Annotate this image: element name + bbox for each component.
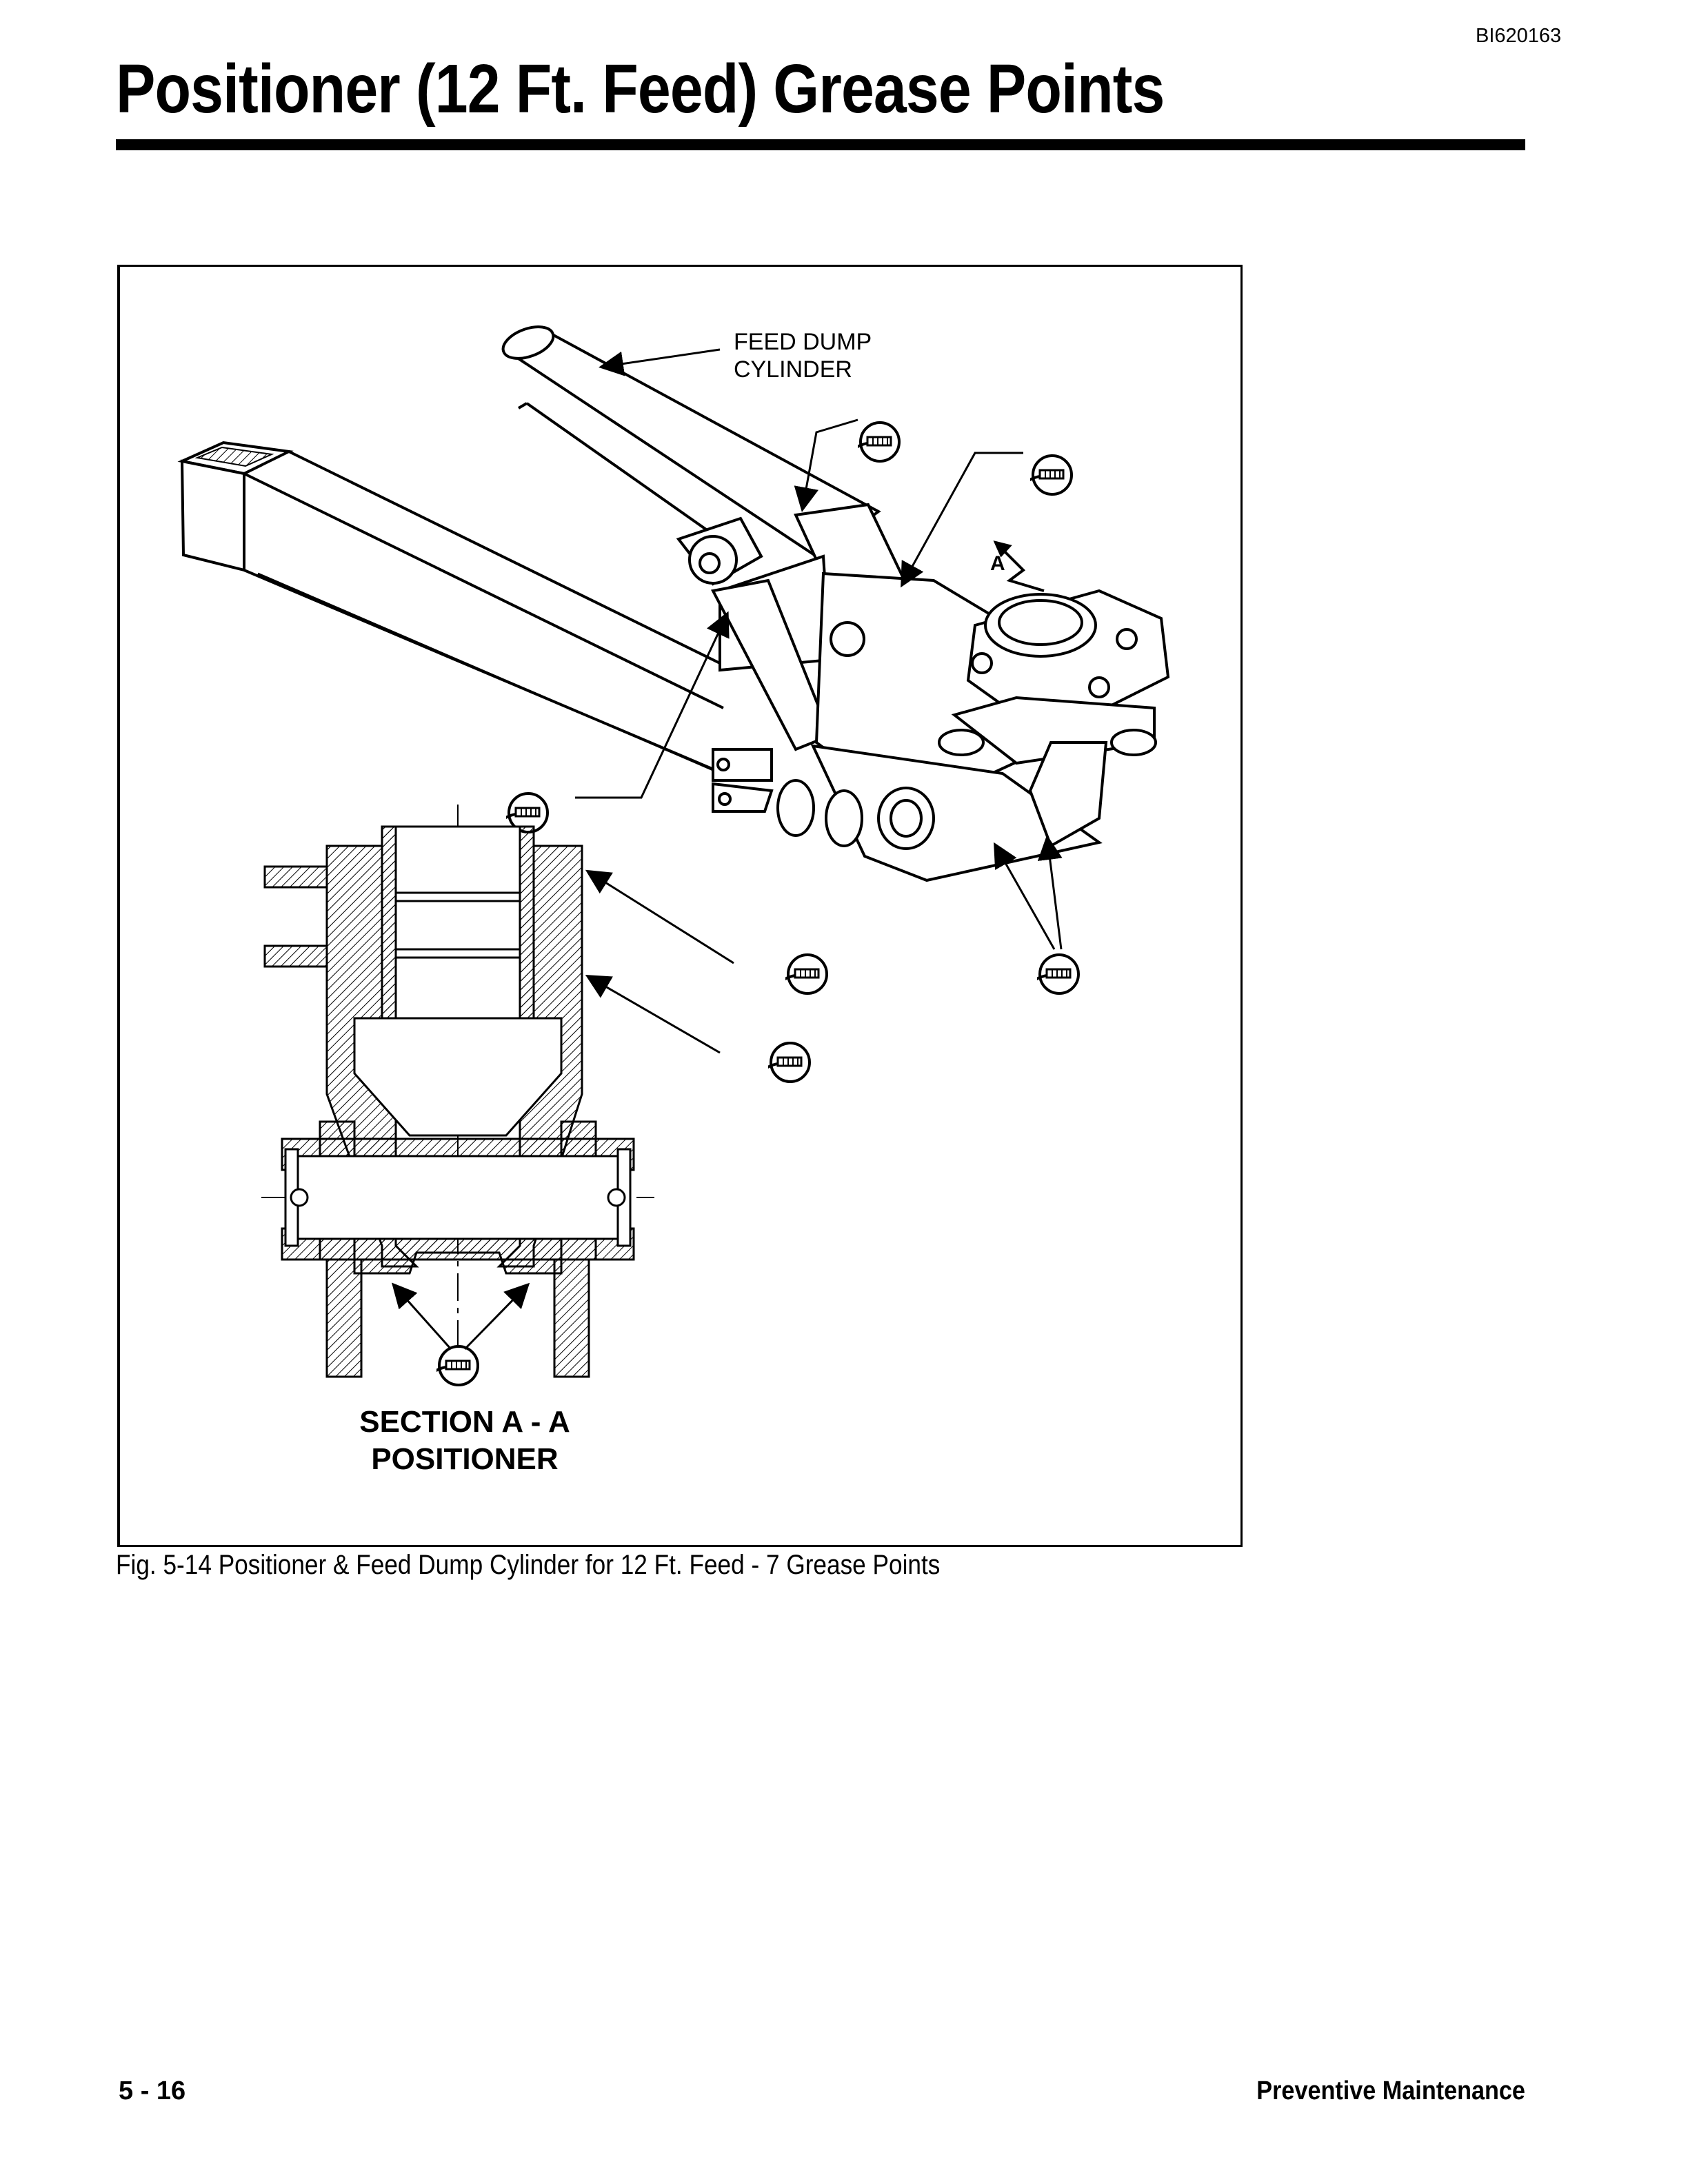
figure-caption: Fig. 5-14 Positioner & Feed Dump Cylinde… — [116, 1550, 941, 1580]
callout-feed-dump-line1: FEED DUMP — [734, 329, 872, 355]
page-title: Positioner (12 Ft. Feed) Grease Points — [116, 50, 1165, 128]
figure-frame: A FEED DUMP CYLINDER — [117, 265, 1243, 1547]
section-title-line1: SECTION A - A — [359, 1405, 570, 1439]
page-number: 5 - 16 — [119, 2076, 186, 2105]
grease-point-4 — [1037, 953, 1080, 995]
grease-point-7 — [436, 1345, 479, 1386]
title-rule — [116, 139, 1525, 150]
positioner-diagram: A FEED DUMP CYLINDER — [177, 325, 1170, 1476]
grease-point-1 — [858, 421, 901, 463]
feed-beam — [177, 441, 724, 775]
positioner-body — [710, 554, 1170, 882]
section-title-line2: POSITIONER — [371, 1442, 558, 1476]
callout-feed-dump-line2: CYLINDER — [734, 356, 852, 383]
section-a-a-drawing — [261, 805, 654, 1378]
footer-section-name: Preventive Maintenance — [1256, 2076, 1525, 2105]
section-marker-label: A — [990, 552, 1005, 575]
document-id: BI620163 — [1476, 25, 1562, 47]
section-marker-a — [993, 540, 1045, 592]
grease-point-2 — [1030, 454, 1073, 496]
grease-point-6 — [768, 1042, 811, 1083]
grease-point-5 — [785, 953, 828, 995]
